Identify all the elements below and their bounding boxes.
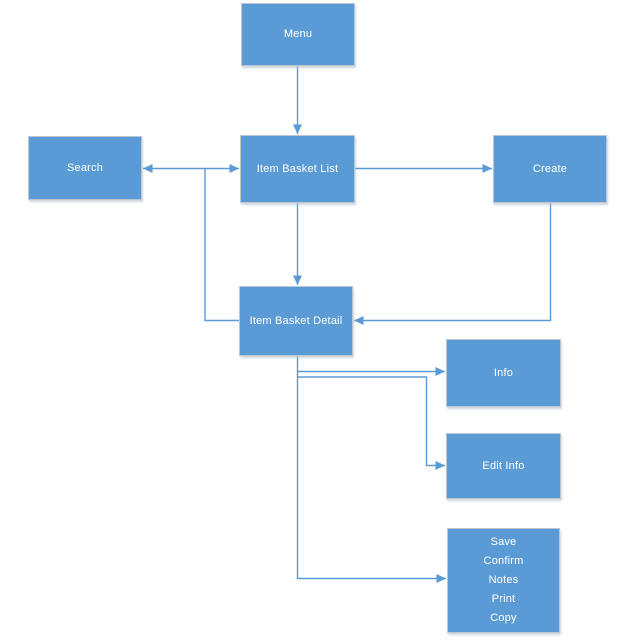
node-actions-label: Save Confirm Notes Print Copy xyxy=(483,536,524,624)
node-info-label: Info xyxy=(493,366,514,379)
node-item-basket-detail: Item Basket Detail xyxy=(239,286,353,356)
node-create: Create xyxy=(493,135,607,203)
connector-detail-to-actions xyxy=(296,356,446,583)
node-search-label: Search xyxy=(66,161,104,174)
node-item-basket-detail-label: Item Basket Detail xyxy=(249,314,343,327)
connector-detail-to-edit-info xyxy=(297,376,445,470)
node-create-label: Create xyxy=(532,162,568,175)
connector-detail-to-search-list-link xyxy=(204,168,239,322)
node-item-basket-list-label: Item Basket List xyxy=(256,162,339,175)
node-menu: Menu xyxy=(241,3,355,66)
node-menu-label: Menu xyxy=(283,28,313,40)
node-search: Search xyxy=(28,136,142,200)
node-info: Info xyxy=(446,339,561,407)
node-edit-info: Edit Info xyxy=(446,433,561,499)
connector-create-to-detail xyxy=(354,203,552,325)
node-actions: Save Confirm Notes Print Copy xyxy=(447,528,560,633)
node-item-basket-list: Item Basket List xyxy=(240,135,355,203)
node-edit-info-label: Edit Info xyxy=(482,459,525,472)
